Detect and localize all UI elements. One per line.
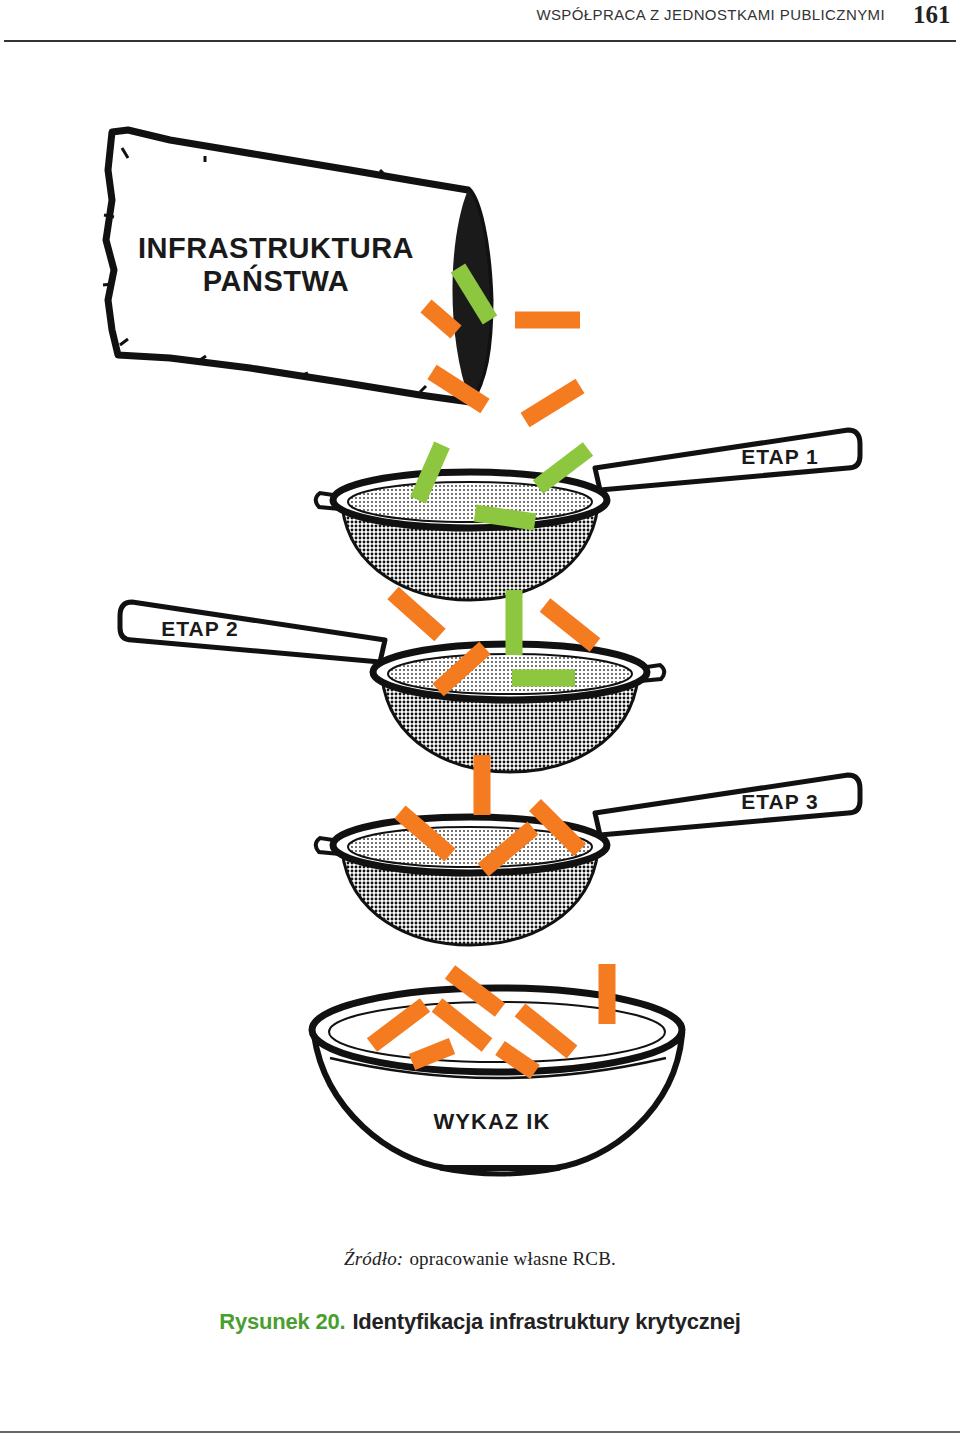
orange-piece bbox=[599, 964, 616, 1024]
stage-sieve: ETAP 1 bbox=[735, 443, 825, 471]
footer-rule bbox=[0, 1431, 960, 1433]
sieve-handle bbox=[120, 602, 385, 662]
orange-piece bbox=[412, 1046, 452, 1062]
sieve-drawing bbox=[316, 430, 860, 600]
sieve-mesh bbox=[348, 482, 592, 522]
stage-sieve: ETAP 3 bbox=[735, 788, 825, 816]
orange-piece bbox=[450, 972, 500, 1010]
orange-piece bbox=[515, 312, 580, 329]
orange-piece bbox=[438, 648, 485, 690]
orange-piece bbox=[545, 605, 595, 645]
orange-piece bbox=[535, 805, 580, 850]
node-text: WYKAZ IK bbox=[432, 1109, 553, 1135]
sack-mouth bbox=[452, 190, 490, 402]
pieces bbox=[372, 268, 607, 1072]
green-piece bbox=[458, 268, 490, 320]
node-text: ETAP 3 bbox=[739, 790, 821, 814]
orange-piece bbox=[426, 306, 456, 332]
orange-piece bbox=[372, 1005, 425, 1045]
sieve-rim bbox=[333, 472, 607, 528]
node-text: INFRASTRUKTURA PAŃSTWA bbox=[130, 232, 422, 298]
sieve-handle bbox=[595, 775, 860, 835]
orange-piece bbox=[525, 386, 580, 420]
green-piece bbox=[506, 590, 523, 655]
bowl-foot bbox=[440, 1168, 560, 1174]
bowl-drawing bbox=[312, 988, 682, 1174]
sieve-handle bbox=[595, 430, 860, 490]
node-text: ETAP 1 bbox=[739, 445, 821, 469]
result-bowl: WYKAZ IK bbox=[428, 1107, 557, 1137]
orange-piece bbox=[474, 755, 491, 815]
stage-sieve: ETAP 2 bbox=[155, 615, 245, 643]
orange-piece bbox=[483, 828, 533, 870]
page-number: 161 bbox=[913, 1, 951, 29]
orange-piece bbox=[432, 372, 485, 406]
orange-piece bbox=[437, 1005, 487, 1045]
running-header: WSPÓŁPRACA Z JEDNOSTKAMI PUBLICZNYMI bbox=[536, 6, 885, 23]
figure-number: Rysunek 20. bbox=[219, 1309, 345, 1335]
orange-piece bbox=[500, 1048, 535, 1072]
sieve-drawing bbox=[120, 602, 664, 772]
orange-piece bbox=[520, 1010, 572, 1052]
source-text: opracowanie własne RCB. bbox=[409, 1248, 616, 1270]
green-piece bbox=[512, 670, 575, 687]
source-row: Źródło: opracowanie własne RCB. bbox=[0, 1248, 960, 1270]
infrastructure-sack: INFRASTRUKTURA PAŃSTWA bbox=[126, 230, 426, 300]
header-rule bbox=[4, 40, 956, 42]
node-text: ETAP 2 bbox=[159, 617, 241, 641]
sack-drawing bbox=[103, 130, 490, 402]
green-piece bbox=[475, 513, 535, 522]
caption-row: Rysunek 20. Identyfikacja infrastruktury … bbox=[0, 1309, 960, 1335]
green-piece bbox=[418, 445, 442, 500]
sack-texture bbox=[103, 148, 426, 392]
sieve-drawing bbox=[316, 775, 860, 945]
orange-piece bbox=[400, 812, 450, 855]
figure-caption: Identyfikacja infrastruktury krytycznej bbox=[352, 1309, 740, 1335]
source-prefix: Źródło: bbox=[344, 1248, 403, 1270]
green-piece bbox=[538, 449, 588, 487]
sack-outline bbox=[106, 130, 490, 402]
orange-piece bbox=[393, 593, 440, 635]
sieve-mesh bbox=[388, 654, 632, 694]
bowl-shading bbox=[330, 1058, 666, 1078]
